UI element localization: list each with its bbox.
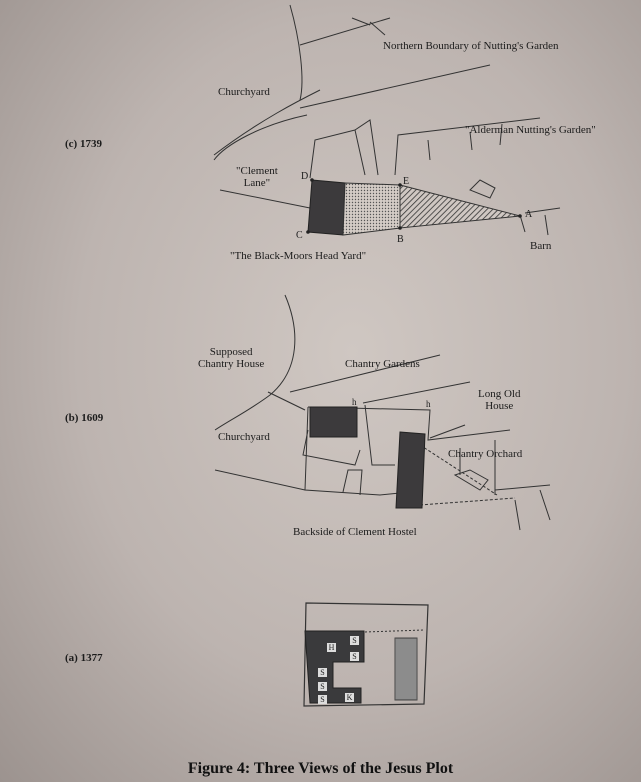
panel-label-1739: (c) 1739: [65, 138, 102, 150]
cell-hall: H: [327, 643, 336, 652]
map-1609: [214, 294, 551, 531]
panel-label-1609: (b) 1609: [65, 412, 104, 424]
label-backside-clement-hostel: Backside of Clement Hostel: [293, 526, 417, 538]
h-mark: h: [352, 397, 357, 407]
panel-label-1377: (a) 1377: [65, 652, 103, 664]
cell-s: S: [318, 682, 327, 691]
point-c: C: [296, 230, 303, 241]
point-d: D: [301, 171, 309, 182]
label-chantry-orchard: Chantry Orchard: [448, 448, 523, 460]
figure-caption: Figure 4: Three Views of the Jesus Plot: [187, 760, 454, 777]
label-churchyard-1739: Churchyard: [218, 86, 270, 98]
label-northern-boundary: Northern Boundary of Nutting's Garden: [383, 40, 559, 52]
point-a: A: [525, 209, 533, 220]
label-supposed-chantry-house: Supposed Chantry House: [198, 346, 265, 370]
cell-s: S: [318, 695, 327, 704]
cell-s: S: [350, 652, 359, 661]
label-long-old-house: Long Old House: [478, 388, 521, 412]
label-churchyard-1609: Churchyard: [218, 431, 270, 443]
point-e: E: [403, 176, 410, 187]
cell-s: S: [318, 668, 327, 677]
map-1377: [303, 602, 429, 707]
label-barn: Barn: [530, 240, 552, 252]
label-chantry-gardens: Chantry Gardens: [345, 358, 420, 370]
label-alderman-garden: "Alderman Nutting's Garden": [465, 124, 596, 136]
map-1739: [213, 4, 561, 236]
label-black-moors: "The Black-Moors Head Yard": [230, 250, 367, 262]
cell-s: S: [350, 636, 359, 645]
label-clement-lane: "Clement Lane": [236, 165, 278, 189]
h-mark: h: [426, 399, 431, 409]
cell-k: K: [345, 693, 354, 702]
point-b: B: [397, 234, 404, 245]
